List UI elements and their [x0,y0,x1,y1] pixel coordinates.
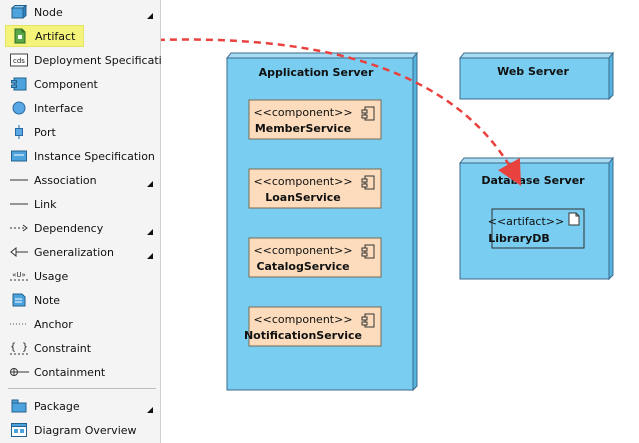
palette-item-label: Artifact [35,29,76,43]
interface-icon [9,100,29,116]
deployment-specification-icon: cds [9,52,29,68]
submenu-triangle-icon[interactable] [147,253,153,259]
palette-item-link[interactable]: Link [5,193,156,215]
palette-item-label: Dependency [34,221,104,235]
link-icon [9,196,29,212]
artifact-document-icon [568,212,580,226]
artifact-icon [10,28,30,44]
palette-item-label: Usage [34,269,69,283]
palette-item-diagram-overview[interactable]: Diagram Overview [5,419,156,441]
palette-item-artifact[interactable]: Artifact [5,25,84,47]
component-member-service[interactable]: <<component>> MemberService [248,99,382,140]
svg-text:<<component>>: <<component>> [253,175,352,188]
palette-item-constraint[interactable]: { } Constraint [5,337,156,359]
palette-item-label: Deployment Specification [34,53,176,67]
svg-text:cds: cds [13,57,25,65]
palette-item-instance-specification[interactable]: Instance Specification [5,145,156,167]
palette-item-node[interactable]: Node [5,1,156,23]
svg-text:MemberService: MemberService [255,122,351,135]
drag-arrow [161,38,522,186]
svg-text:<<component>>: <<component>> [253,106,352,119]
palette-item-port[interactable]: Port [5,121,156,143]
svg-text:LibraryDB: LibraryDB [488,232,550,245]
component-icon [361,244,375,259]
palette-item-anchor[interactable]: Anchor [5,313,156,335]
instance-specification-icon [9,148,29,164]
component-catalog-service[interactable]: <<component>> CatalogService [248,237,382,278]
submenu-triangle-icon[interactable] [147,229,153,235]
node-title: Web Server [497,65,569,78]
palette-item-interface[interactable]: Interface [5,97,156,119]
palette-item-package[interactable]: Package [5,395,156,417]
palette-item-label: Package [34,399,80,413]
association-icon [9,172,29,188]
node-web-server[interactable]: Web Server [458,51,615,101]
submenu-triangle-icon[interactable] [147,407,153,413]
submenu-triangle-icon[interactable] [147,181,153,187]
palette-item-label: Containment [34,365,106,379]
generalization-icon [9,244,29,260]
component-icon [9,76,29,92]
palette-item-label: Note [34,293,61,307]
palette-item-label: Diagram Overview [34,423,137,437]
palette-item-generalization[interactable]: Generalization [5,241,156,263]
palette-item-label: Generalization [34,245,114,259]
diagram-overview-icon [9,422,29,438]
component-icon [361,106,375,121]
palette-item-label: Link [34,197,57,211]
component-icon [361,313,375,328]
dependency-icon [9,220,29,236]
palette-item-component[interactable]: Component [5,73,156,95]
package-icon [9,398,29,414]
palette-item-label: Constraint [34,341,92,355]
submenu-triangle-icon[interactable] [147,13,153,19]
component-notification-service[interactable]: <<component>> NotificationService [244,306,382,347]
diagram-canvas[interactable]: Application Server Web Server Database S… [161,0,639,443]
artifact-librarydb[interactable]: <<artifact>> LibraryDB [488,208,585,249]
palette-item-note[interactable]: Note [5,289,156,311]
palette-item-label: Anchor [34,317,73,331]
component-icon [361,175,375,190]
palette-item-label: Node [34,5,63,19]
palette-item-usage[interactable]: «U» Usage [5,265,156,287]
node-title: Database Server [481,174,585,187]
palette-item-containment[interactable]: Containment [5,361,156,383]
anchor-icon [9,316,29,332]
svg-text:NotificationService: NotificationService [244,329,362,342]
containment-icon [9,364,29,380]
palette-item-deployment-specification[interactable]: cds Deployment Specification [5,49,175,71]
palette-item-association[interactable]: Association [5,169,156,191]
svg-text:«U»: «U» [12,271,26,279]
palette-item-dependency[interactable]: Dependency [5,217,156,239]
svg-text:{ }: { } [10,342,28,353]
palette-item-label: Instance Specification [34,149,155,163]
port-icon [9,124,29,140]
svg-text:LoanService: LoanService [265,191,341,204]
svg-text:<<artifact>>: <<artifact>> [488,215,564,228]
component-loan-service[interactable]: <<component>> LoanService [248,168,382,209]
palette-item-label: Port [34,125,56,139]
palette-item-label: Component [34,77,98,91]
constraint-icon: { } [9,340,29,356]
node-icon [9,4,29,20]
palette-item-label: Interface [34,101,84,115]
svg-text:CatalogService: CatalogService [256,260,349,273]
svg-text:<<component>>: <<component>> [253,313,352,326]
svg-text:<<component>>: <<component>> [253,244,352,257]
palette-item-label: Association [34,173,97,187]
node-title: Application Server [259,66,374,79]
note-icon [9,292,29,308]
palette-separator [8,388,156,389]
diagram-toolbar-palette: Node Artifact cds Deployment Specificati… [0,0,175,443]
usage-icon: «U» [9,268,29,284]
